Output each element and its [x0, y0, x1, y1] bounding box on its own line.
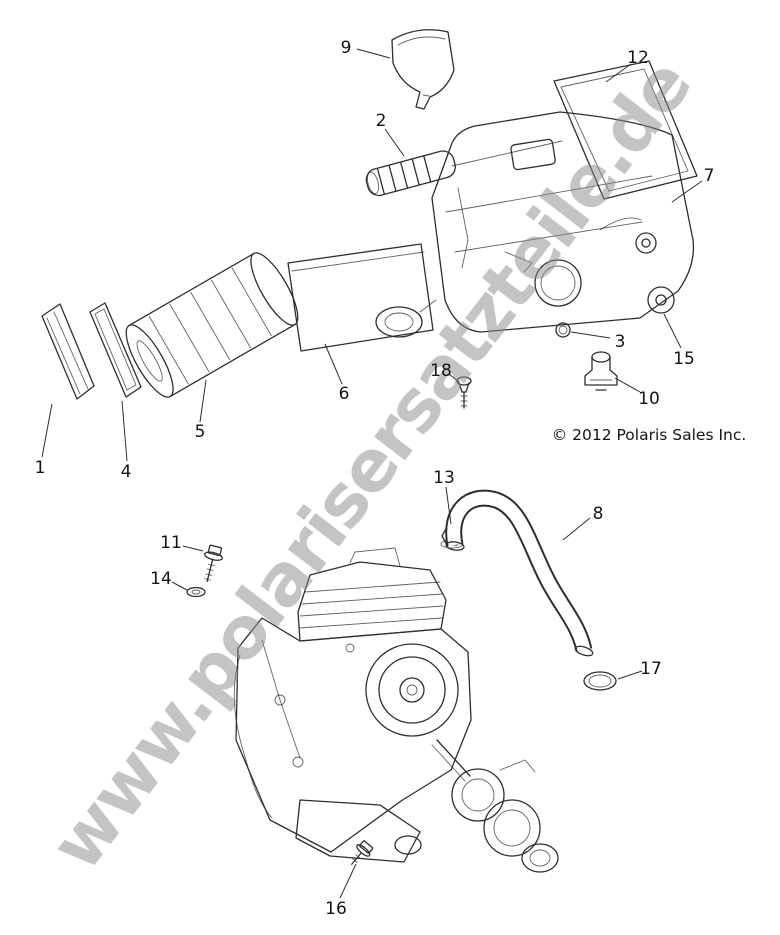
callout-8: 8 [593, 504, 604, 524]
diagram-artwork [41, 29, 698, 873]
cover-panel-drawing [41, 303, 95, 400]
callout-14: 14 [150, 569, 172, 589]
callout-18: 18 [430, 361, 452, 381]
clamp-drawing [583, 671, 617, 691]
callout-13: 13 [433, 468, 455, 488]
callout-6: 6 [339, 384, 350, 404]
engine-assembly-drawing [233, 547, 559, 873]
callout-1: 1 [35, 458, 46, 478]
intake-cover-drawing [391, 29, 455, 110]
seal-frame-drawing [89, 302, 142, 398]
airbox-body-drawing [375, 111, 695, 338]
leader-lines [41, 48, 703, 899]
callout-16: 16 [325, 899, 347, 919]
bolt-11-drawing [204, 544, 223, 583]
callout-12: 12 [627, 48, 649, 68]
breather-hose-drawing [445, 489, 594, 657]
callout-2: 2 [376, 111, 387, 131]
callout-10: 10 [638, 389, 660, 409]
o-ring-drawing [555, 322, 571, 338]
callout-15: 15 [673, 349, 695, 369]
copyright-text: © 2012 Polaris Sales Inc. [552, 426, 747, 444]
bolt-16-drawing [351, 840, 374, 865]
screw-18-drawing [456, 376, 472, 409]
callout-17: 17 [640, 659, 662, 679]
grommet-drawing [647, 286, 675, 314]
callout-4: 4 [121, 462, 132, 482]
callout-7: 7 [704, 166, 715, 186]
snorkel-tube-drawing [365, 150, 456, 197]
callout-numbers: 1 2 3 4 5 6 7 8 9 10 11 12 13 14 15 16 1… [35, 38, 715, 919]
callout-3: 3 [615, 332, 626, 352]
callout-5: 5 [195, 422, 206, 442]
callout-9: 9 [341, 38, 352, 58]
air-filter-drawing [125, 252, 299, 398]
callout-11: 11 [160, 533, 182, 553]
fitting-drawing [584, 351, 618, 391]
washer-drawing [186, 586, 206, 598]
